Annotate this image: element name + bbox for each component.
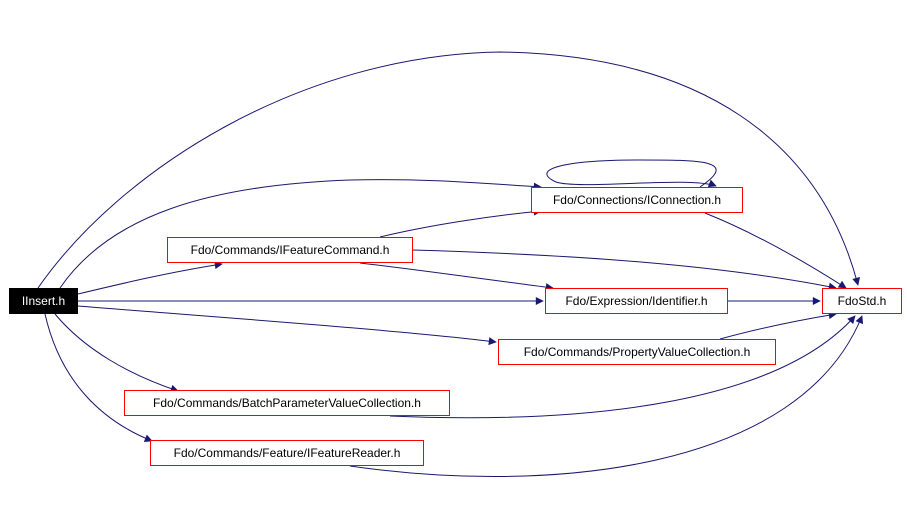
node-label: Fdo/Commands/Feature/IFeatureReader.h bbox=[173, 446, 401, 460]
edge-ifeaturecommand-to-fdostd bbox=[412, 249, 837, 291]
edge-propvalcoll-to-fdostd bbox=[719, 311, 837, 340]
node-fdostd[interactable]: FdoStd.h bbox=[822, 288, 902, 314]
edge-iinsert-to-propvalcoll bbox=[77, 305, 497, 346]
node-identifier[interactable]: Fdo/Expression/Identifier.h bbox=[545, 288, 728, 314]
node-label: IInsert.h bbox=[21, 294, 66, 308]
node-label: FdoStd.h bbox=[837, 294, 887, 308]
edge-iinsert-to-ifeaturereader bbox=[44, 313, 153, 443]
node-label: Fdo/Commands/BatchParameterValueCollecti… bbox=[153, 396, 421, 410]
node-iconnection[interactable]: Fdo/Connections/IConnection.h bbox=[531, 187, 743, 213]
node-ifeaturereader[interactable]: Fdo/Commands/Feature/IFeatureReader.h bbox=[150, 440, 424, 466]
edge-iinsert-to-iconnection bbox=[59, 179, 542, 289]
edge-iconnection-to-fdostd bbox=[704, 212, 847, 289]
node-propvalcoll[interactable]: Fdo/Commands/PropertyValueCollection.h bbox=[498, 339, 776, 365]
edge-ifeaturereader-to-fdostd bbox=[349, 315, 864, 478]
edge-ifeaturecommand-to-identifier bbox=[359, 262, 554, 292]
node-label: Fdo/Expression/Identifier.h bbox=[565, 294, 708, 308]
node-ifeaturecommand[interactable]: Fdo/Commands/IFeatureCommand.h bbox=[167, 237, 413, 263]
node-label: Fdo/Commands/IFeatureCommand.h bbox=[190, 243, 390, 257]
edge-ifeaturecommand-to-iconnection bbox=[379, 207, 542, 238]
node-label: Fdo/Connections/IConnection.h bbox=[552, 193, 722, 207]
edge-batchparam-to-fdostd bbox=[389, 315, 856, 419]
node-label: Fdo/Commands/PropertyValueCollection.h bbox=[523, 345, 751, 359]
edge-iinsert-to-fdostd bbox=[37, 51, 861, 289]
edge-iconnection-to-iconnection bbox=[546, 159, 717, 188]
edge-iinsert-to-batchparam bbox=[54, 313, 179, 393]
node-batchparam[interactable]: Fdo/Commands/BatchParameterValueCollecti… bbox=[124, 390, 450, 416]
edge-iinsert-to-ifeaturecommand bbox=[77, 261, 223, 295]
node-iinsert: IInsert.h bbox=[9, 288, 78, 314]
